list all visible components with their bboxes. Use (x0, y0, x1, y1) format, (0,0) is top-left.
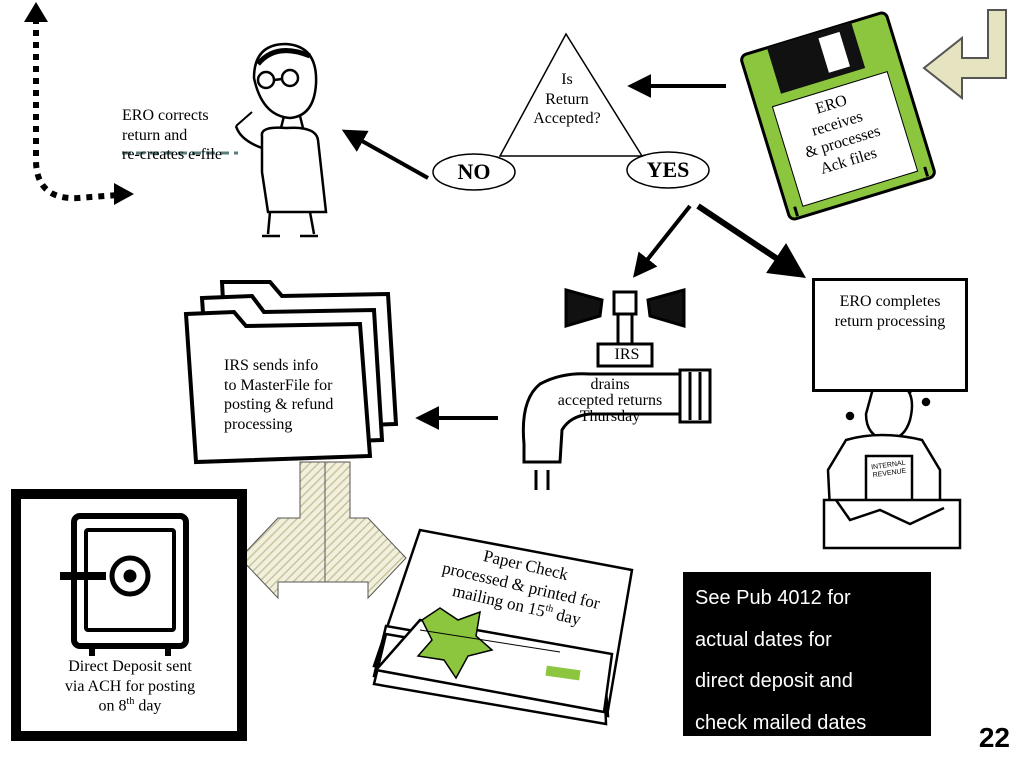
decision-question-line: Accepted? (533, 110, 601, 128)
ero-completes-text: ERO completes return processing (812, 292, 968, 331)
direct-deposit-day-sup: th (126, 696, 135, 708)
ero-person-writing-icon (234, 42, 328, 238)
yes-ellipse (626, 151, 710, 189)
irs-faucet-tag: IRS (614, 346, 640, 363)
decision-question: Is Return Accepted? (516, 70, 618, 129)
direct-deposit-line: on 8th day (34, 696, 226, 716)
irs-masterfile-line: to MasterFile for (224, 376, 333, 394)
no-label: NO (457, 159, 491, 184)
note-line: check mailed dates (695, 711, 867, 734)
ero-completes-line: ERO completes (839, 293, 941, 310)
note-line: direct deposit and (695, 670, 853, 692)
ero-corrects-line: return and (122, 126, 188, 144)
ero-corrects-text: ERO corrects return and re-creates e-fil… (122, 106, 222, 165)
ero-corrects-line: re-creates e-file (122, 146, 222, 164)
irs-masterfile-text: IRS sends info to MasterFile for posting… (224, 356, 333, 434)
loop-back-arrow (24, 2, 134, 205)
decision-question-line: Is (561, 71, 573, 88)
safe-icon (60, 513, 189, 656)
yes-label: YES (646, 157, 690, 182)
direct-deposit-line: via ACH for posting (64, 677, 196, 695)
faucet-icon (521, 288, 712, 490)
no-ellipse (432, 153, 516, 191)
floppy-disk-icon (740, 11, 936, 221)
direct-deposit-line: Direct Deposit sent (68, 658, 192, 675)
note-line: See Pub 4012 for (695, 587, 851, 609)
irs-masterfile-line: IRS sends info (224, 357, 319, 374)
ero-corrects-line: ERO corrects (122, 107, 209, 124)
ero-completes-box (812, 278, 968, 392)
split-arrow-icon (239, 461, 407, 600)
arrow-yes-to-ero-completes (696, 203, 806, 278)
check-booklet-icon (372, 528, 634, 726)
direct-deposit-day-suffix: day (134, 697, 162, 715)
irs-faucet-line: drains (590, 376, 630, 393)
irs-masterfile-line: processing (224, 415, 293, 433)
ero-completes-line: return processing (834, 312, 946, 330)
flow-arrows (341, 74, 806, 430)
direct-deposit-day-prefix: on 8 (98, 697, 127, 715)
folder-stack-icon (183, 280, 399, 465)
decision-question-line: Return (545, 90, 589, 108)
direct-deposit-text: Direct Deposit sent via ACH for posting … (34, 657, 226, 716)
return-arrow-icon (922, 9, 1007, 101)
irs-faucet-line: accepted returns (557, 392, 663, 409)
irs-masterfile-line: posting & refund (224, 396, 334, 414)
arrow-no-to-ero-corrects (341, 129, 429, 180)
pub-4012-note: See Pub 4012 for actual dates for direct… (683, 572, 931, 736)
arrow-yes-to-faucet (633, 204, 692, 278)
irs-faucet-text: drains accepted returns Thursday (540, 377, 680, 425)
decision-triangle (498, 32, 644, 157)
irs-faucet-line: Thursday (579, 408, 641, 425)
page-number: 22 (978, 722, 1010, 753)
note-line: actual dates for (695, 628, 832, 651)
